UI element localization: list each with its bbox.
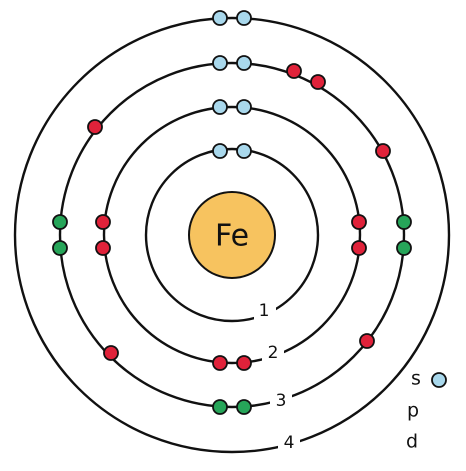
nucleus-symbol: Fe <box>215 219 249 254</box>
electron-shell2-p-2 <box>95 240 111 256</box>
electron-shell2-s-1 <box>212 99 228 115</box>
shell-labels-group: 1 2 3 4 <box>254 300 300 454</box>
shell-4-label-bg <box>278 432 300 454</box>
shell-4-label: 4 <box>284 433 295 453</box>
shell-1-label-bg <box>254 300 276 322</box>
legend-label-s: s <box>411 368 421 390</box>
legend-label-d: d <box>406 431 418 453</box>
electron-shell2-p-1 <box>95 214 111 230</box>
electron-shell3-p-1 <box>87 119 103 135</box>
shell-3-ring <box>58 61 406 409</box>
electron-shell3-d-2 <box>52 240 68 256</box>
electron-shell4-s-2 <box>236 10 252 26</box>
electron-shell1-s-2 <box>236 143 252 159</box>
nucleus-circle <box>188 191 276 279</box>
shell-1-label: 1 <box>259 301 270 321</box>
electron-shell3-p-4 <box>310 74 326 90</box>
electron-shell3-p-5 <box>103 345 119 361</box>
shell-2-ring <box>102 105 362 365</box>
shell-4-ring <box>13 16 451 454</box>
electron-shell4-s-1 <box>212 10 228 26</box>
electron-shell3-d-4 <box>396 240 412 256</box>
electron-shell3-d-6 <box>236 399 252 415</box>
shells-group <box>13 16 451 454</box>
legend-label-p: p <box>407 400 419 422</box>
electron-shell3-s-2 <box>236 55 252 71</box>
legend-marker-s <box>431 372 447 388</box>
shell-3-label: 3 <box>276 391 287 411</box>
electron-shell3-s-1 <box>212 55 228 71</box>
shell-1-ring <box>144 147 320 323</box>
electron-shell3-p-6 <box>359 333 375 349</box>
electron-shell3-d-3 <box>396 214 412 230</box>
electron-shell3-d-5 <box>212 399 228 415</box>
electron-shell3-p-3 <box>286 63 302 79</box>
electron-shell2-p-3 <box>351 214 367 230</box>
electrons-group <box>52 10 412 415</box>
electron-shell2-p-4 <box>351 240 367 256</box>
electron-shell1-s-1 <box>212 143 228 159</box>
shell-2-label: 2 <box>268 343 279 363</box>
electron-shell2-p-6 <box>236 355 252 371</box>
electron-shell2-s-2 <box>236 99 252 115</box>
electron-shell3-p-2 <box>375 143 391 159</box>
nucleus: Fe <box>188 191 276 279</box>
shell-3-label-bg <box>270 390 292 412</box>
electron-shell3-d-1 <box>52 214 68 230</box>
legend: s p d <box>406 368 447 453</box>
shell-2-label-bg <box>262 342 284 364</box>
electron-shell2-p-5 <box>212 355 228 371</box>
